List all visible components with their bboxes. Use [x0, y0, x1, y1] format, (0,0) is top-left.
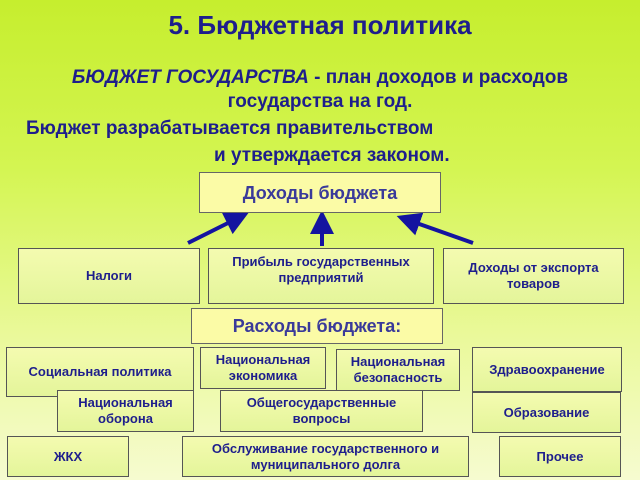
expense-education: Образование: [472, 392, 621, 433]
definition-text: - план доходов и расходов государства на…: [227, 67, 569, 112]
expenses-header: Расходы бюджета:: [191, 308, 443, 344]
income-header: Доходы бюджета: [199, 172, 441, 213]
slide-title: 5. Бюджетная политика: [168, 10, 472, 40]
expense-housing: ЖКХ: [7, 436, 129, 477]
expense-economy: Национальная экономика: [200, 347, 326, 389]
expense-security: Национальная безопасность: [336, 349, 460, 391]
income-taxes: Налоги: [18, 248, 200, 304]
development-line: Бюджет разрабатывается правительством: [26, 118, 434, 139]
expense-general: Общегосударственные вопросы: [220, 390, 423, 432]
arrow-export: [396, 212, 474, 245]
expense-defense: Национальная оборона: [57, 390, 194, 432]
budget-definition: БЮДЖЕТ ГОСУДАРСТВА - план доходов и расх…: [20, 66, 620, 114]
approval-line: и утверждается законом.: [214, 145, 450, 166]
expense-other: Прочее: [499, 436, 621, 477]
expense-health: Здравоохранение: [472, 347, 622, 392]
expense-debt-service: Обслуживание государственного и муниципа…: [182, 436, 469, 477]
income-state-enterprises: Прибыль государственных предприятий: [208, 248, 434, 304]
definition-term: БЮДЖЕТ ГОСУДАРСТВА: [71, 67, 309, 88]
income-export: Доходы от экспорта товаров: [443, 248, 624, 304]
arrow-taxes: [187, 212, 249, 245]
